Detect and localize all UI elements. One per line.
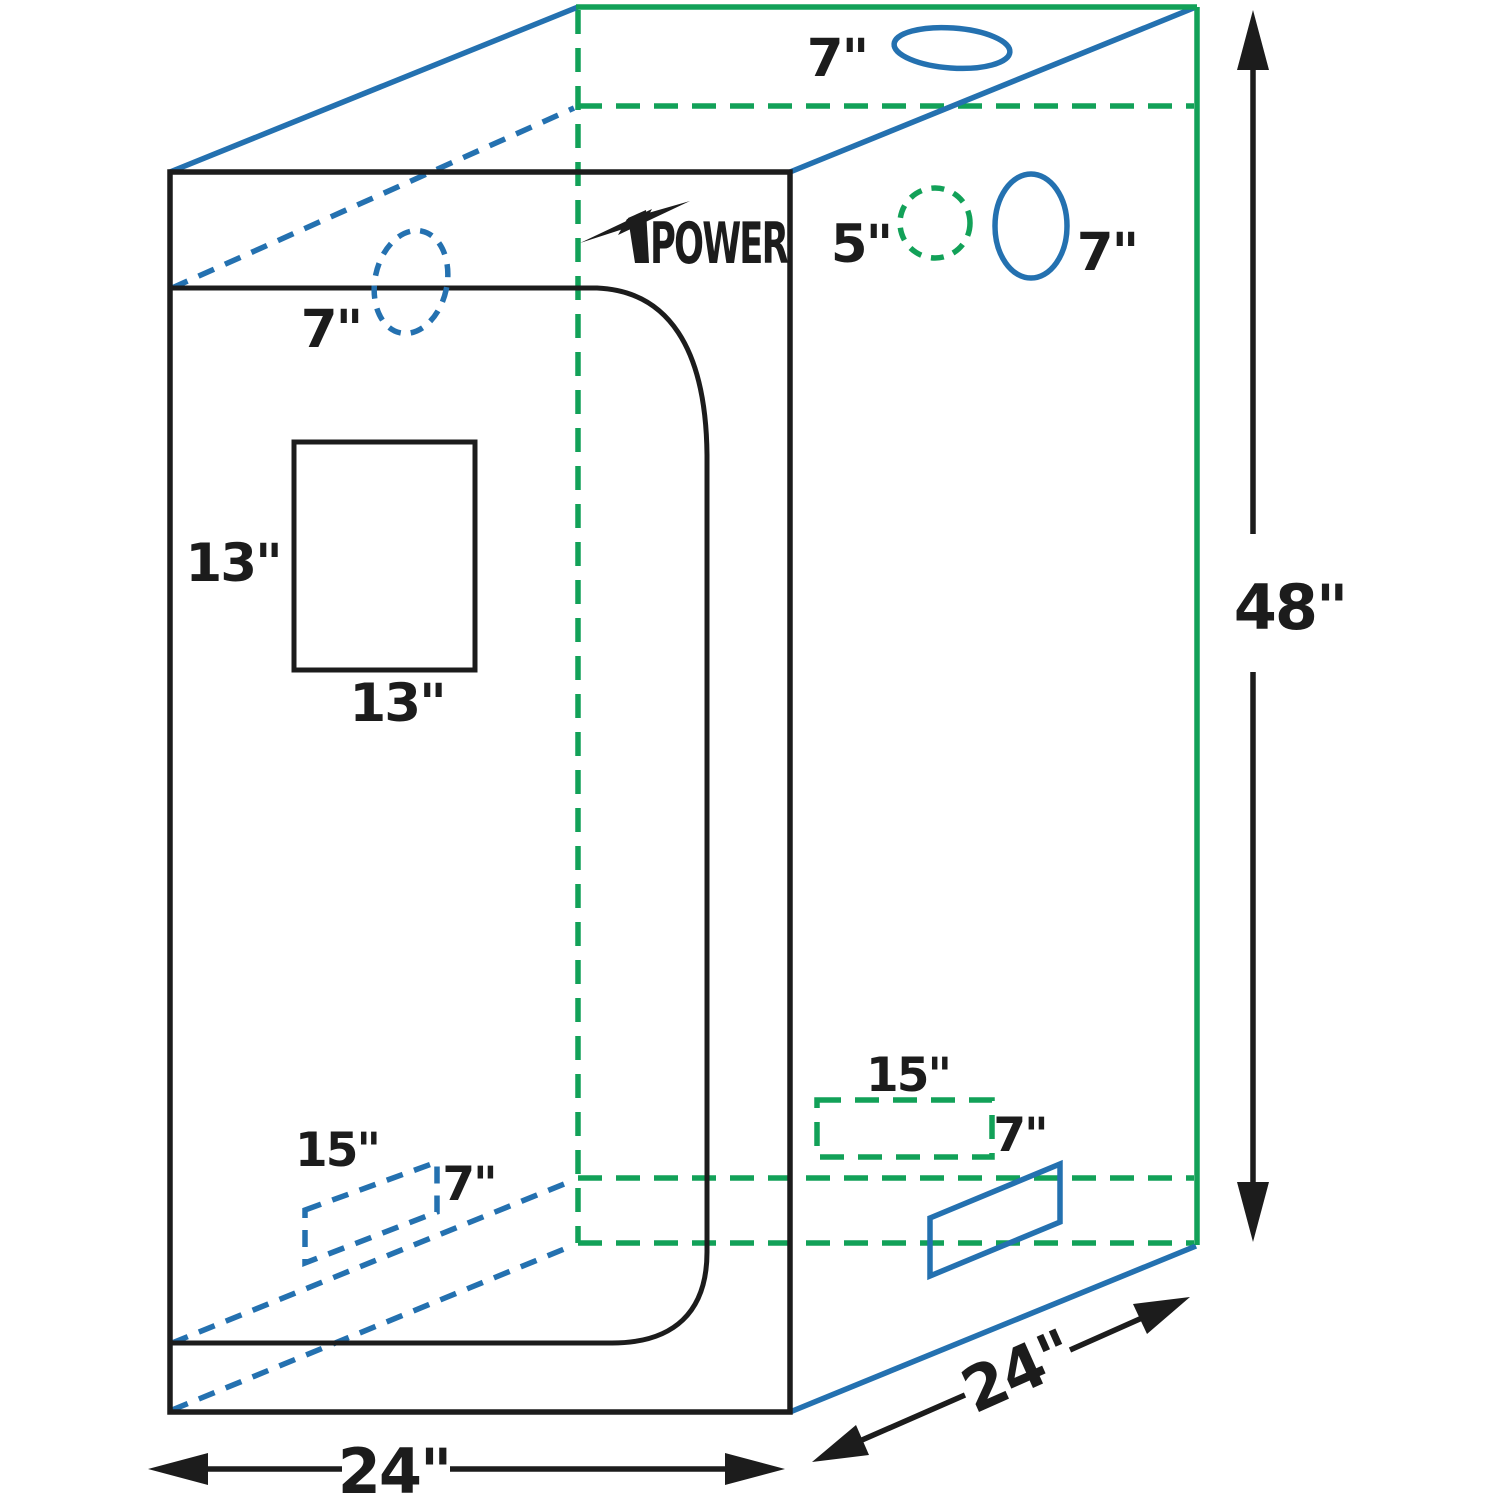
dimension-labels: 7" 5" 7" 7" 13" 13" 15" 7" 15" 7" 48" 24… bbox=[185, 28, 1348, 1500]
right-duct-vent bbox=[927, 1159, 1063, 1281]
front-face-outline bbox=[167, 169, 793, 1415]
left-bottom-seam-hidden bbox=[170, 1177, 576, 1346]
back-duct-height-label: 7" bbox=[993, 1108, 1046, 1163]
bottom-right-depth-edge bbox=[788, 1243, 1198, 1415]
top-oval-vent bbox=[891, 24, 1013, 72]
height-dimension-arrow bbox=[1237, 10, 1269, 1242]
right-oval-vent bbox=[992, 171, 1070, 281]
arrowhead-up bbox=[1237, 10, 1269, 70]
brand-logo-text: POWER bbox=[650, 211, 788, 277]
top-oval-vent-label: 7" bbox=[807, 28, 868, 89]
tent-depth-label: 24" bbox=[951, 1315, 1084, 1427]
arrowhead-front bbox=[812, 1425, 869, 1462]
left-duct-length-label: 15" bbox=[295, 1123, 379, 1178]
arrowhead-down bbox=[1237, 1182, 1269, 1242]
front-circle-vent-label: 7" bbox=[301, 299, 362, 360]
back-duct-length-label: 15" bbox=[866, 1048, 950, 1103]
arrowhead-right bbox=[725, 1453, 785, 1485]
hidden-edges bbox=[170, 10, 1194, 1413]
top-right-depth-edge bbox=[788, 4, 1198, 175]
left-top-seam-hidden bbox=[170, 105, 576, 291]
vents bbox=[302, 24, 1070, 1281]
arrowhead-left bbox=[148, 1453, 208, 1485]
window bbox=[291, 439, 478, 673]
left-duct-vent-hidden bbox=[302, 1158, 440, 1268]
right-oval-vent-label: 7" bbox=[1077, 222, 1138, 283]
top-left-depth-edge bbox=[168, 4, 580, 175]
arrowhead-back bbox=[1133, 1297, 1190, 1334]
brand-logo: POWER bbox=[580, 201, 790, 277]
tent-width-label: 24" bbox=[338, 1435, 451, 1500]
back-circle-vent-hidden bbox=[897, 185, 973, 261]
lightning-bolt-icon bbox=[580, 201, 690, 263]
tent-height-label: 48" bbox=[1234, 571, 1347, 644]
bottom-left-depth-edge-hidden bbox=[170, 1242, 576, 1413]
front-circle-vent-hidden bbox=[371, 227, 451, 337]
left-duct-height-label: 7" bbox=[442, 1157, 495, 1212]
back-circle-vent-label: 5" bbox=[831, 214, 892, 275]
back-duct-vent-hidden bbox=[814, 1097, 995, 1160]
visible-edges bbox=[167, 4, 1200, 1415]
depth-dimension-arrow bbox=[812, 1297, 1190, 1462]
door-outline bbox=[170, 285, 710, 1346]
window-height-label: 13" bbox=[185, 533, 280, 594]
window-width-label: 13" bbox=[349, 673, 444, 734]
width-dimension-arrow bbox=[148, 1453, 785, 1485]
